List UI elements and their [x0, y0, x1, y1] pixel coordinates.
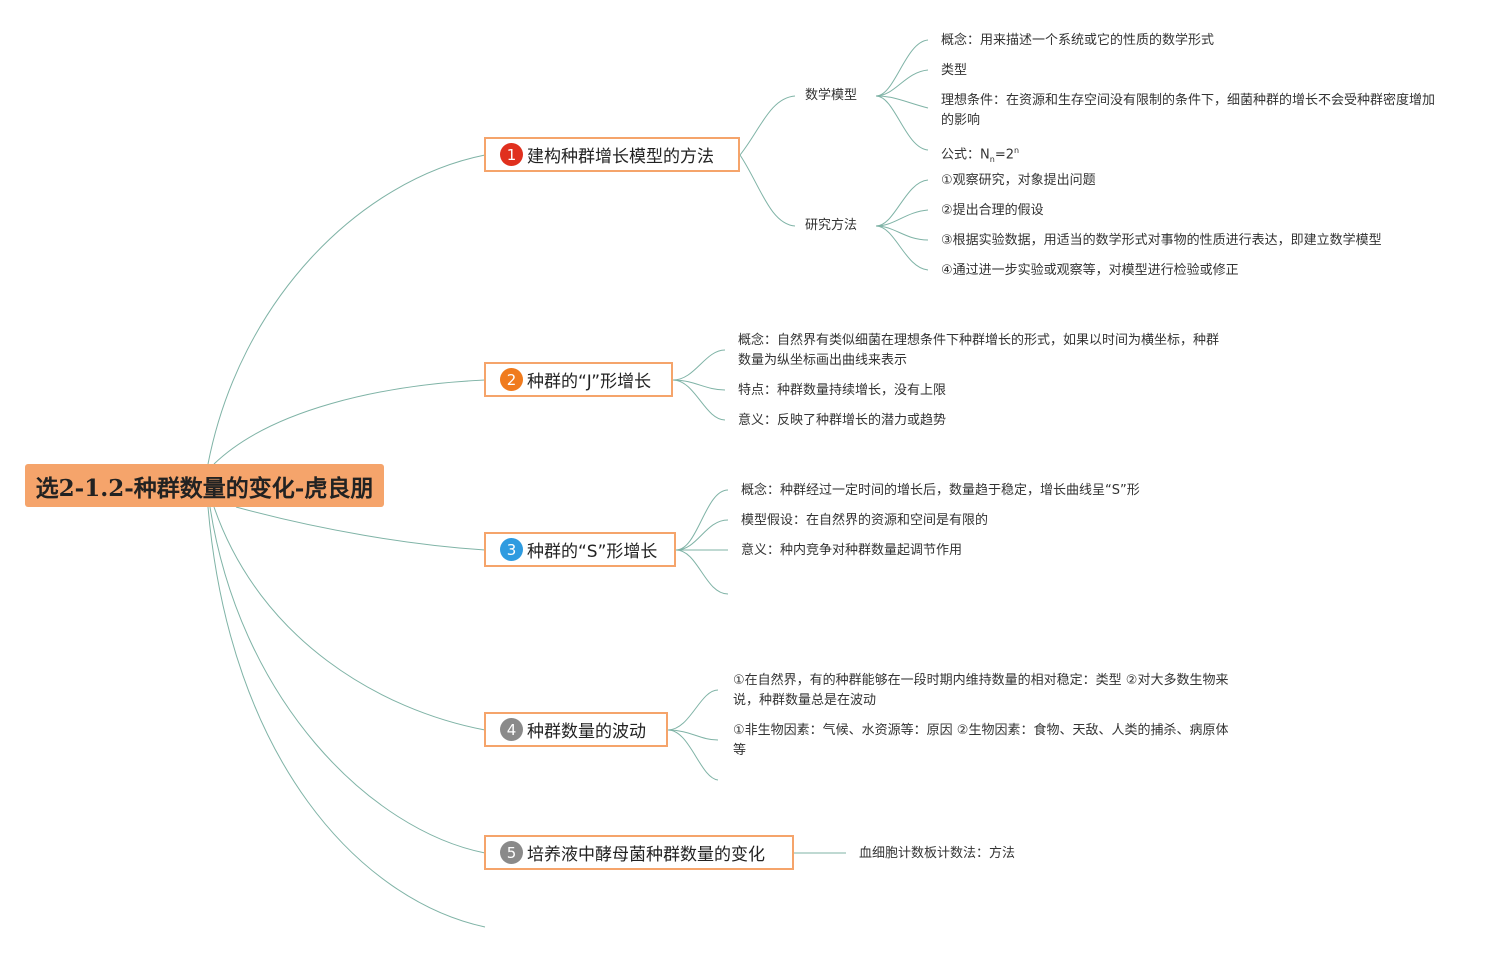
math-model-concept[interactable]: 概念：用来描述一个系统或它的性质的数学形式 [941, 33, 1215, 48]
number-badge-3-icon: 3 [500, 538, 523, 561]
research-step-1[interactable]: ①观察研究，对象提出问题 [941, 173, 1096, 188]
s-growth-significance[interactable]: 意义：种内竞争对种群数量起调节作用 [741, 543, 963, 558]
number-badge-5-icon: 5 [500, 841, 523, 864]
fluctuation-types[interactable]: ①在自然界，有的种群能够在一段时期内维持数量的相对稳定：类型 ②对大多数生物来说… [733, 673, 1229, 708]
root-topic[interactable]: 选2-1.2-种群数量的变化-虎良朋 [25, 464, 384, 507]
research-method-node[interactable]: 研究方法 [805, 218, 858, 233]
branch-4-label: 种群数量的波动 [527, 722, 646, 742]
link-root-b5 [209, 506, 486, 854]
branch-4[interactable]: 4 种群数量的波动 [484, 712, 668, 747]
s-growth-concept[interactable]: 概念：种群经过一定时间的增长后，数量趋于稳定，增长曲线呈“S”形 [741, 483, 1140, 498]
fluctuation-causes[interactable]: ①非生物因素：气候、水资源等：原因 ②生物因素：食物、天敌、人类的捕杀、病原体等 [733, 723, 1229, 758]
branch-5[interactable]: 5 培养液中酵母菌种群数量的变化 [484, 835, 794, 870]
s-growth-assumption[interactable]: 模型假设：在自然界的资源和空间是有限的 [741, 513, 989, 528]
link-b1-research [739, 154, 796, 227]
research-step-4[interactable]: ④通过进一步实验或观察等，对模型进行检验或修正 [941, 263, 1239, 278]
formula-subscript: n [989, 154, 995, 164]
j-growth-significance[interactable]: 意义：反映了种群增长的潜力或趋势 [738, 413, 947, 428]
math-model-node[interactable]: 数学模型 [805, 88, 858, 103]
number-badge-4-icon: 4 [500, 718, 523, 741]
link-root-b3 [235, 506, 486, 551]
number-badge-2-icon: 2 [500, 368, 523, 391]
link-root-b4 [213, 506, 486, 731]
research-step-2[interactable]: ②提出合理的假设 [941, 203, 1044, 218]
link-b1-math [739, 95, 796, 156]
branch-1[interactable]: 1 建构种群增长模型的方法 [484, 137, 740, 172]
formula-mid: =2 [994, 147, 1014, 163]
math-model-type[interactable]: 类型 [941, 63, 968, 78]
link-root-b6 [207, 506, 486, 928]
j-growth-concept[interactable]: 概念：自然界有类似细菌在理想条件下种群增长的形式，如果以时间为横坐标，种群数量为… [738, 333, 1220, 368]
j-growth-feature[interactable]: 特点：种群数量持续增长，没有上限 [738, 383, 947, 398]
math-model-ideal-condition[interactable]: 理想条件：在资源和生存空间没有限制的条件下，细菌种群的增长不会受种群密度增加的影… [941, 93, 1436, 128]
research-step-3[interactable]: ③根据实验数据，用适当的数学形式对事物的性质进行表达，即建立数学模型 [941, 233, 1382, 248]
link-root-b2 [213, 379, 486, 465]
math-model-formula[interactable]: 公式：Nn=2n [941, 141, 1019, 170]
branch-1-label: 建构种群增长模型的方法 [527, 147, 714, 167]
formula-superscript: n [1013, 146, 1020, 155]
number-badge-1-icon: 1 [500, 143, 523, 166]
branch-2-label: 种群的“J”形增长 [527, 372, 652, 392]
branch-2[interactable]: 2 种群的“J”形增长 [484, 362, 673, 397]
link-root-b1 [207, 154, 486, 465]
branch-3-label: 种群的“S”形增长 [527, 542, 658, 562]
yeast-count-method[interactable]: 血细胞计数板计数法：方法 [859, 846, 1016, 861]
branch-5-label: 培养液中酵母菌种群数量的变化 [527, 845, 765, 865]
formula-prefix: 公式：N [941, 147, 990, 163]
branch-3[interactable]: 3 种群的“S”形增长 [484, 532, 676, 567]
